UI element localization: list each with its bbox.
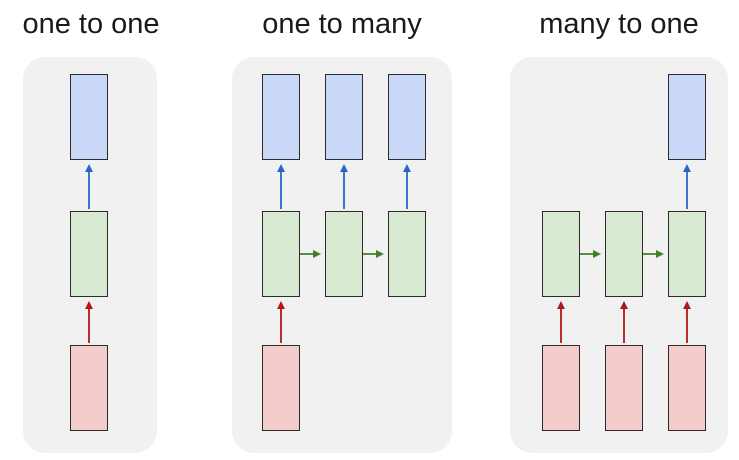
input-box [70, 345, 108, 431]
panel-title-many-to-one: many to one [539, 8, 699, 40]
input-box [605, 345, 643, 431]
input-box [262, 345, 300, 431]
panel-title-one-to-many: one to many [262, 8, 422, 40]
output-box [325, 74, 363, 160]
input-box [668, 345, 706, 431]
output-box [388, 74, 426, 160]
hidden-state-box [70, 211, 108, 297]
hidden-state-box [388, 211, 426, 297]
output-box [70, 74, 108, 160]
hidden-state-box [542, 211, 580, 297]
panel-title-one-to-one: one to one [22, 8, 160, 40]
hidden-state-box [262, 211, 300, 297]
hidden-state-box [605, 211, 643, 297]
output-box [262, 74, 300, 160]
hidden-state-box [668, 211, 706, 297]
hidden-state-box [325, 211, 363, 297]
input-box [542, 345, 580, 431]
output-box [668, 74, 706, 160]
